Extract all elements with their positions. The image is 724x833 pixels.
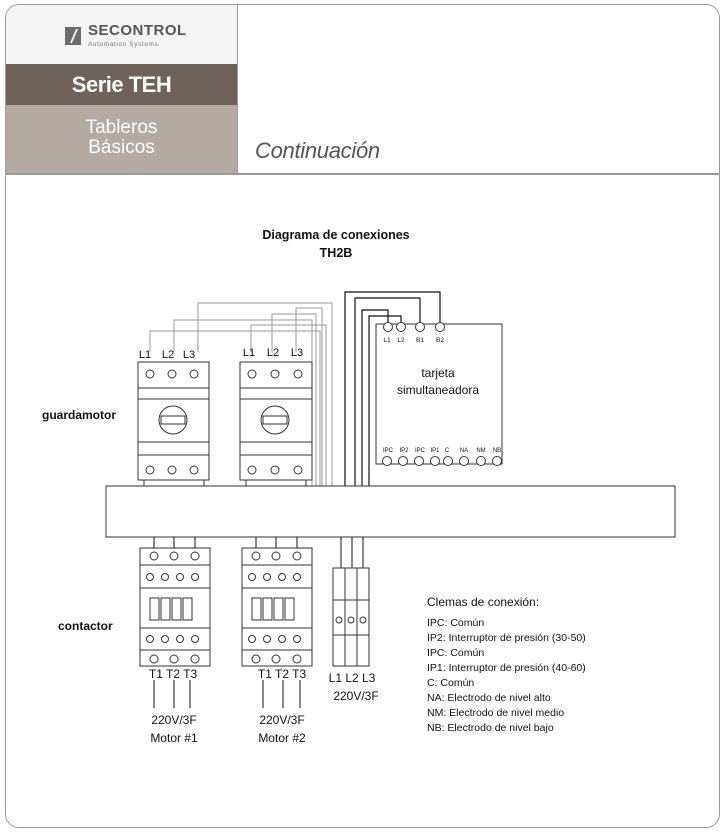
simultaneadora-card bbox=[375, 322, 503, 466]
motor-output-wires bbox=[153, 680, 301, 708]
legend-item: IP2: Interruptor de presión (30-50) bbox=[427, 632, 586, 644]
motor2-voltage: 220V/3F bbox=[259, 713, 304, 727]
supply-terminals bbox=[332, 567, 370, 667]
breaker1-phase-l3: L3 bbox=[183, 349, 195, 361]
contactor-feed-wires bbox=[153, 537, 364, 568]
guardamotor-2 bbox=[239, 361, 313, 487]
continuation-label: Continuación bbox=[255, 138, 380, 163]
card-control-wires bbox=[344, 291, 441, 486]
logo-area: SECONTROL Automation Systems bbox=[6, 5, 238, 64]
brand-tagline: Automation Systems bbox=[88, 41, 159, 48]
breaker2-phase-l2: L2 bbox=[267, 347, 279, 359]
contactor-2 bbox=[241, 547, 313, 667]
breaker1-phase-l1: L1 bbox=[139, 349, 151, 361]
breaker2-phase-l1: L1 bbox=[243, 347, 255, 359]
legend-title: Clemas de conexión: bbox=[427, 595, 539, 609]
header-divider bbox=[6, 173, 719, 175]
card-terminal-na: NA bbox=[460, 448, 468, 454]
supply-voltage: 220V/3F bbox=[333, 689, 378, 703]
card-terminal-l2: L2 bbox=[397, 337, 405, 344]
brand-name: SECONTROL bbox=[88, 22, 187, 39]
legend-item: IPC: Común bbox=[427, 617, 484, 629]
card-terminal-ip1: IP1 bbox=[430, 448, 440, 454]
motor2-name: Motor #2 bbox=[258, 731, 306, 745]
card-terminal-c: C bbox=[445, 448, 450, 454]
section-title: Tableros Básicos bbox=[6, 105, 238, 173]
guardamotor-label: guardamotor bbox=[42, 408, 116, 422]
motor1-name: Motor #1 bbox=[150, 731, 198, 745]
card-terminal-b2: B2 bbox=[436, 337, 444, 344]
diagram-model: TH2B bbox=[320, 246, 353, 260]
diagram-title: Diagrama de conexiones bbox=[262, 228, 409, 242]
series-title: Serie TEH bbox=[6, 64, 238, 105]
legend-item: NB: Electrodo de nivel bajo bbox=[427, 722, 554, 734]
card-name-line1: tarjeta bbox=[421, 366, 455, 380]
card-name-line2: simultaneadora bbox=[397, 383, 479, 397]
legend-item: NM: Electrodo de nivel medio bbox=[427, 707, 564, 719]
card-terminal-ip2: IP2 bbox=[399, 448, 409, 454]
page-frame: SECONTROL Automation Systems Serie TEH T… bbox=[5, 4, 720, 828]
legend-item: IP1: Interruptor de presión (40-60) bbox=[427, 662, 586, 674]
card-terminal-l1: L1 bbox=[383, 337, 391, 344]
supply-terminals-label: L1 L2 L3 bbox=[329, 671, 376, 685]
motor2-terminals: T1 T2 T3 bbox=[258, 667, 307, 681]
cable-duct bbox=[105, 485, 676, 538]
section-title-line1: Tableros bbox=[85, 117, 158, 138]
section-title-line2: Básicos bbox=[88, 137, 155, 158]
secontrol-logo-icon bbox=[65, 27, 81, 45]
breaker1-phase-l2: L2 bbox=[162, 349, 174, 361]
guardamotor-1 bbox=[137, 361, 210, 487]
card-terminal-ipc-2: IPC bbox=[415, 448, 426, 454]
motor1-terminals: T1 T2 T3 bbox=[149, 667, 198, 681]
contactor-1 bbox=[139, 547, 211, 667]
card-terminal-ipc-1: IPC bbox=[383, 448, 394, 454]
legend-item: IPC: Común bbox=[427, 647, 484, 659]
card-terminal-nb: NB bbox=[493, 448, 501, 454]
motor1-voltage: 220V/3F bbox=[151, 713, 196, 727]
legend-item: NA: Electrodo de nivel alto bbox=[427, 692, 551, 704]
card-terminal-b1: B1 bbox=[416, 337, 424, 344]
contactor-label: contactor bbox=[58, 619, 113, 633]
legend-item: C: Común bbox=[427, 677, 474, 689]
card-terminal-nm: NM bbox=[476, 448, 485, 454]
breaker2-phase-l3: L3 bbox=[291, 347, 303, 359]
